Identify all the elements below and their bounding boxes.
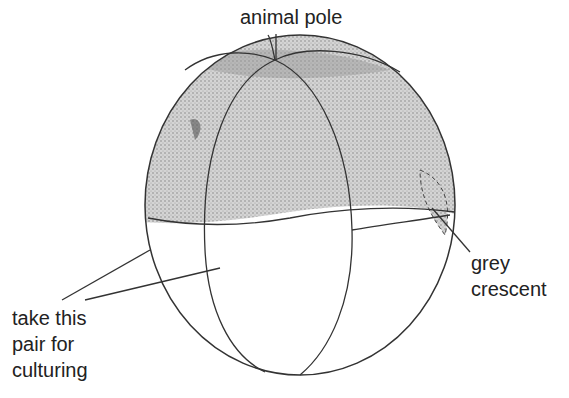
leader-lines	[62, 34, 470, 300]
grey-crescent-region	[420, 170, 448, 235]
cleavage-furrows	[148, 35, 455, 375]
animal-hemisphere	[140, 30, 460, 223]
callout-label: animal pole	[240, 4, 380, 30]
callout-label: grey crescent	[471, 250, 566, 302]
embryo-outline	[145, 35, 455, 375]
callout-label: take this pair for culturing	[12, 305, 122, 383]
